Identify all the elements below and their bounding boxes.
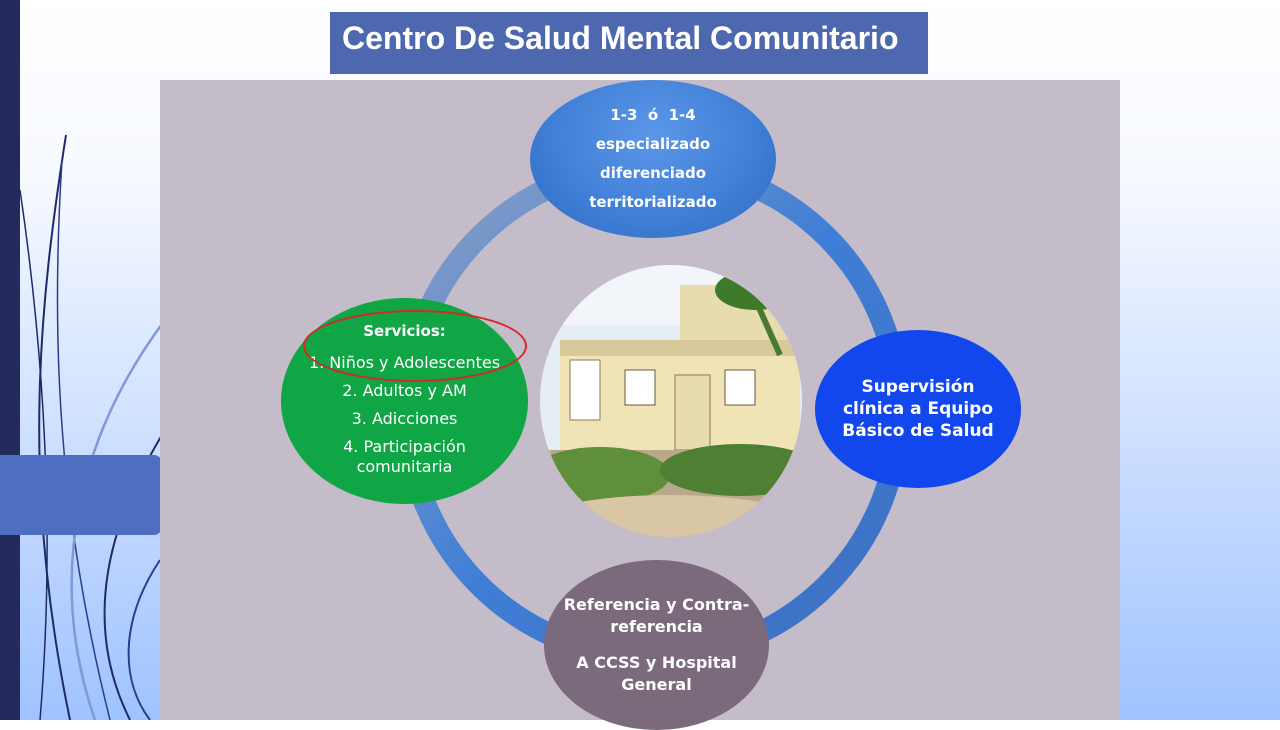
- node-level-line-4: territorializado: [589, 193, 717, 211]
- side-tab: [0, 455, 162, 535]
- service-item: 2. Adultos y AM: [342, 381, 467, 400]
- node-referral-line-1: Referencia y Contra-referencia: [563, 595, 750, 636]
- service-item: 3. Adicciones: [351, 409, 458, 428]
- node-referral: Referencia y Contra-referencia A CCSS y …: [544, 560, 769, 730]
- node-level: 1-3 ó 1-4 especializado diferenciado ter…: [530, 80, 776, 238]
- node-referral-line-2: A CCSS y Hospital General: [576, 653, 737, 694]
- center-building-photo: [540, 265, 802, 537]
- node-supervision-text: Supervisión clínica a Equipo Básico de S…: [842, 377, 994, 441]
- building-image: [540, 265, 802, 537]
- left-accent-strip: [0, 0, 20, 720]
- red-highlight-ellipse: [303, 310, 527, 382]
- node-level-line-2: especializado: [595, 135, 711, 153]
- node-supervision: Supervisión clínica a Equipo Básico de S…: [815, 330, 1021, 488]
- node-level-line-3: diferenciado: [599, 164, 707, 182]
- service-item: 4. Participación comunitaria: [343, 437, 466, 476]
- title-banner: Centro De Salud Mental Comunitario: [330, 12, 928, 74]
- diagram-panel: 1-3 ó 1-4 especializado diferenciado ter…: [160, 80, 1120, 730]
- slide-title: Centro De Salud Mental Comunitario: [342, 20, 899, 56]
- node-level-line-1: 1-3 ó 1-4: [610, 106, 696, 124]
